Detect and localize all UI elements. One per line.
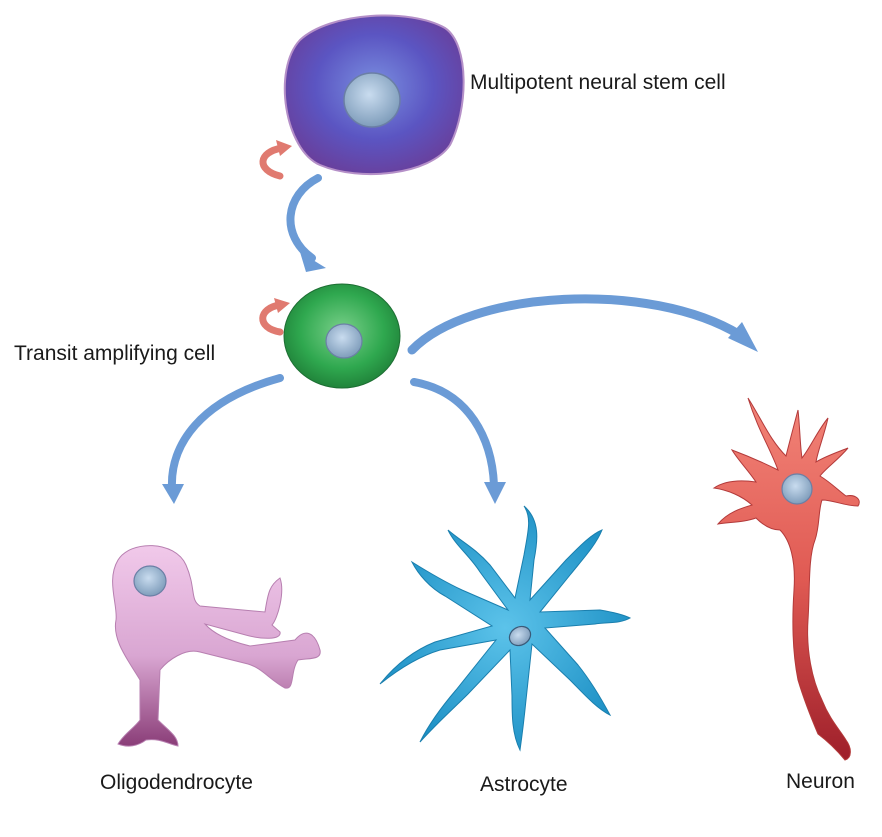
neuron-cell — [712, 397, 860, 761]
astrocyte-label: Astrocyte — [480, 773, 568, 796]
stem-cell-label: Multipotent neural stem cell — [470, 71, 726, 94]
stem-self-renewal-arrow — [259, 144, 286, 180]
astrocyte-cell — [379, 505, 632, 752]
stem-to-transit-arrow — [286, 174, 322, 262]
neuron-label: Neuron — [786, 770, 855, 793]
stem-cell — [283, 14, 465, 176]
oligodendrocyte-cell — [112, 545, 321, 747]
oligodendrocyte-label: Oligodendrocyte — [100, 771, 253, 794]
transit-cell — [283, 283, 401, 389]
transit-to-oligodendrocyte-arrow — [167, 374, 284, 492]
transit-to-neuron-arrow — [407, 294, 745, 355]
transit-cell-label: Transit amplifying cell — [14, 342, 216, 365]
transit-self-renewal-arrow — [259, 301, 284, 336]
transit-to-astrocyte-arrow — [410, 378, 498, 489]
